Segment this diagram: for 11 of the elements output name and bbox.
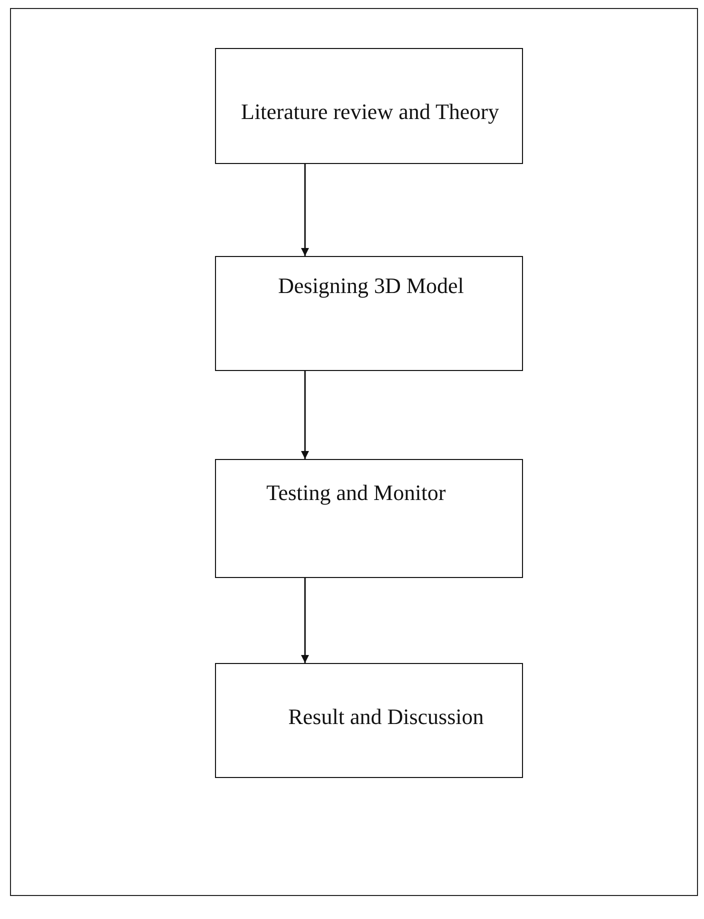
process-box	[215, 459, 523, 578]
process-box	[215, 663, 523, 778]
arrow	[301, 164, 309, 256]
process-box	[215, 256, 523, 371]
process-box	[215, 48, 523, 164]
box-label: Result and Discussion	[287, 704, 485, 730]
box-label: Testing and Monitor	[265, 480, 447, 506]
arrow	[301, 578, 309, 663]
box-label: Designing 3D Model	[277, 273, 465, 299]
box-label: Literature review and Theory	[240, 99, 500, 125]
arrow	[301, 371, 309, 459]
